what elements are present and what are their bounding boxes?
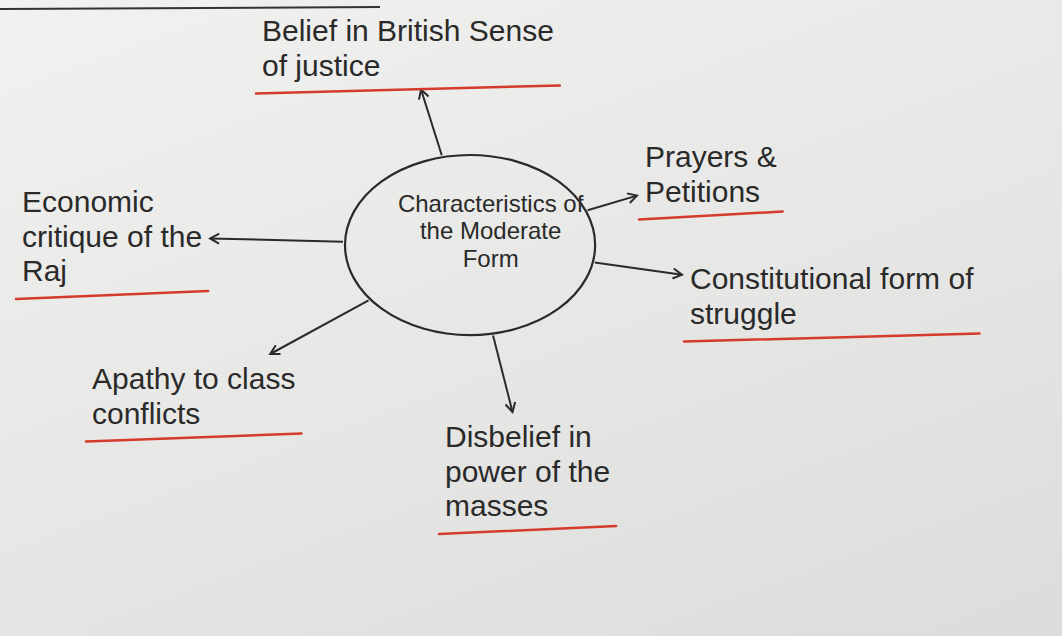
note-text: Prayers & Petitions	[645, 140, 875, 209]
red-underline	[16, 291, 208, 299]
note-text: Economic critique of the Raj	[22, 185, 252, 289]
hub-ellipse: Characteristics of the Moderate Form	[343, 153, 597, 337]
note-text: Disbelief in power of the masses	[445, 420, 675, 524]
branch-note: Disbelief in power of the masses	[445, 420, 675, 524]
note-text: Belief in British Sense of justice	[262, 14, 562, 83]
red-underline	[639, 212, 783, 220]
branch-note: Economic critique of the Raj	[22, 185, 252, 289]
red-underline	[256, 86, 560, 94]
hub-label: Characteristics of the Moderate Form	[391, 190, 591, 273]
arrow-connector	[210, 238, 343, 241]
arrow-connector	[421, 90, 442, 156]
red-underline	[439, 526, 616, 534]
ellipse-stroke	[345, 155, 595, 335]
arrow-connector	[595, 263, 682, 275]
arrow-connector	[588, 196, 637, 211]
red-underline	[684, 334, 979, 342]
red-underline	[86, 434, 301, 442]
branch-note: Prayers & Petitions	[645, 140, 875, 209]
branch-note: Apathy to class conflicts	[92, 362, 342, 431]
note-text: Apathy to class conflicts	[92, 362, 342, 431]
note-text: Constitutional form of struggle	[690, 262, 1030, 331]
arrow-connector	[493, 335, 512, 412]
page-rule	[0, 7, 380, 9]
branch-note: Constitutional form of struggle	[690, 262, 1030, 331]
arrow-connector	[270, 300, 368, 354]
branch-note: Belief in British Sense of justice	[262, 14, 562, 83]
